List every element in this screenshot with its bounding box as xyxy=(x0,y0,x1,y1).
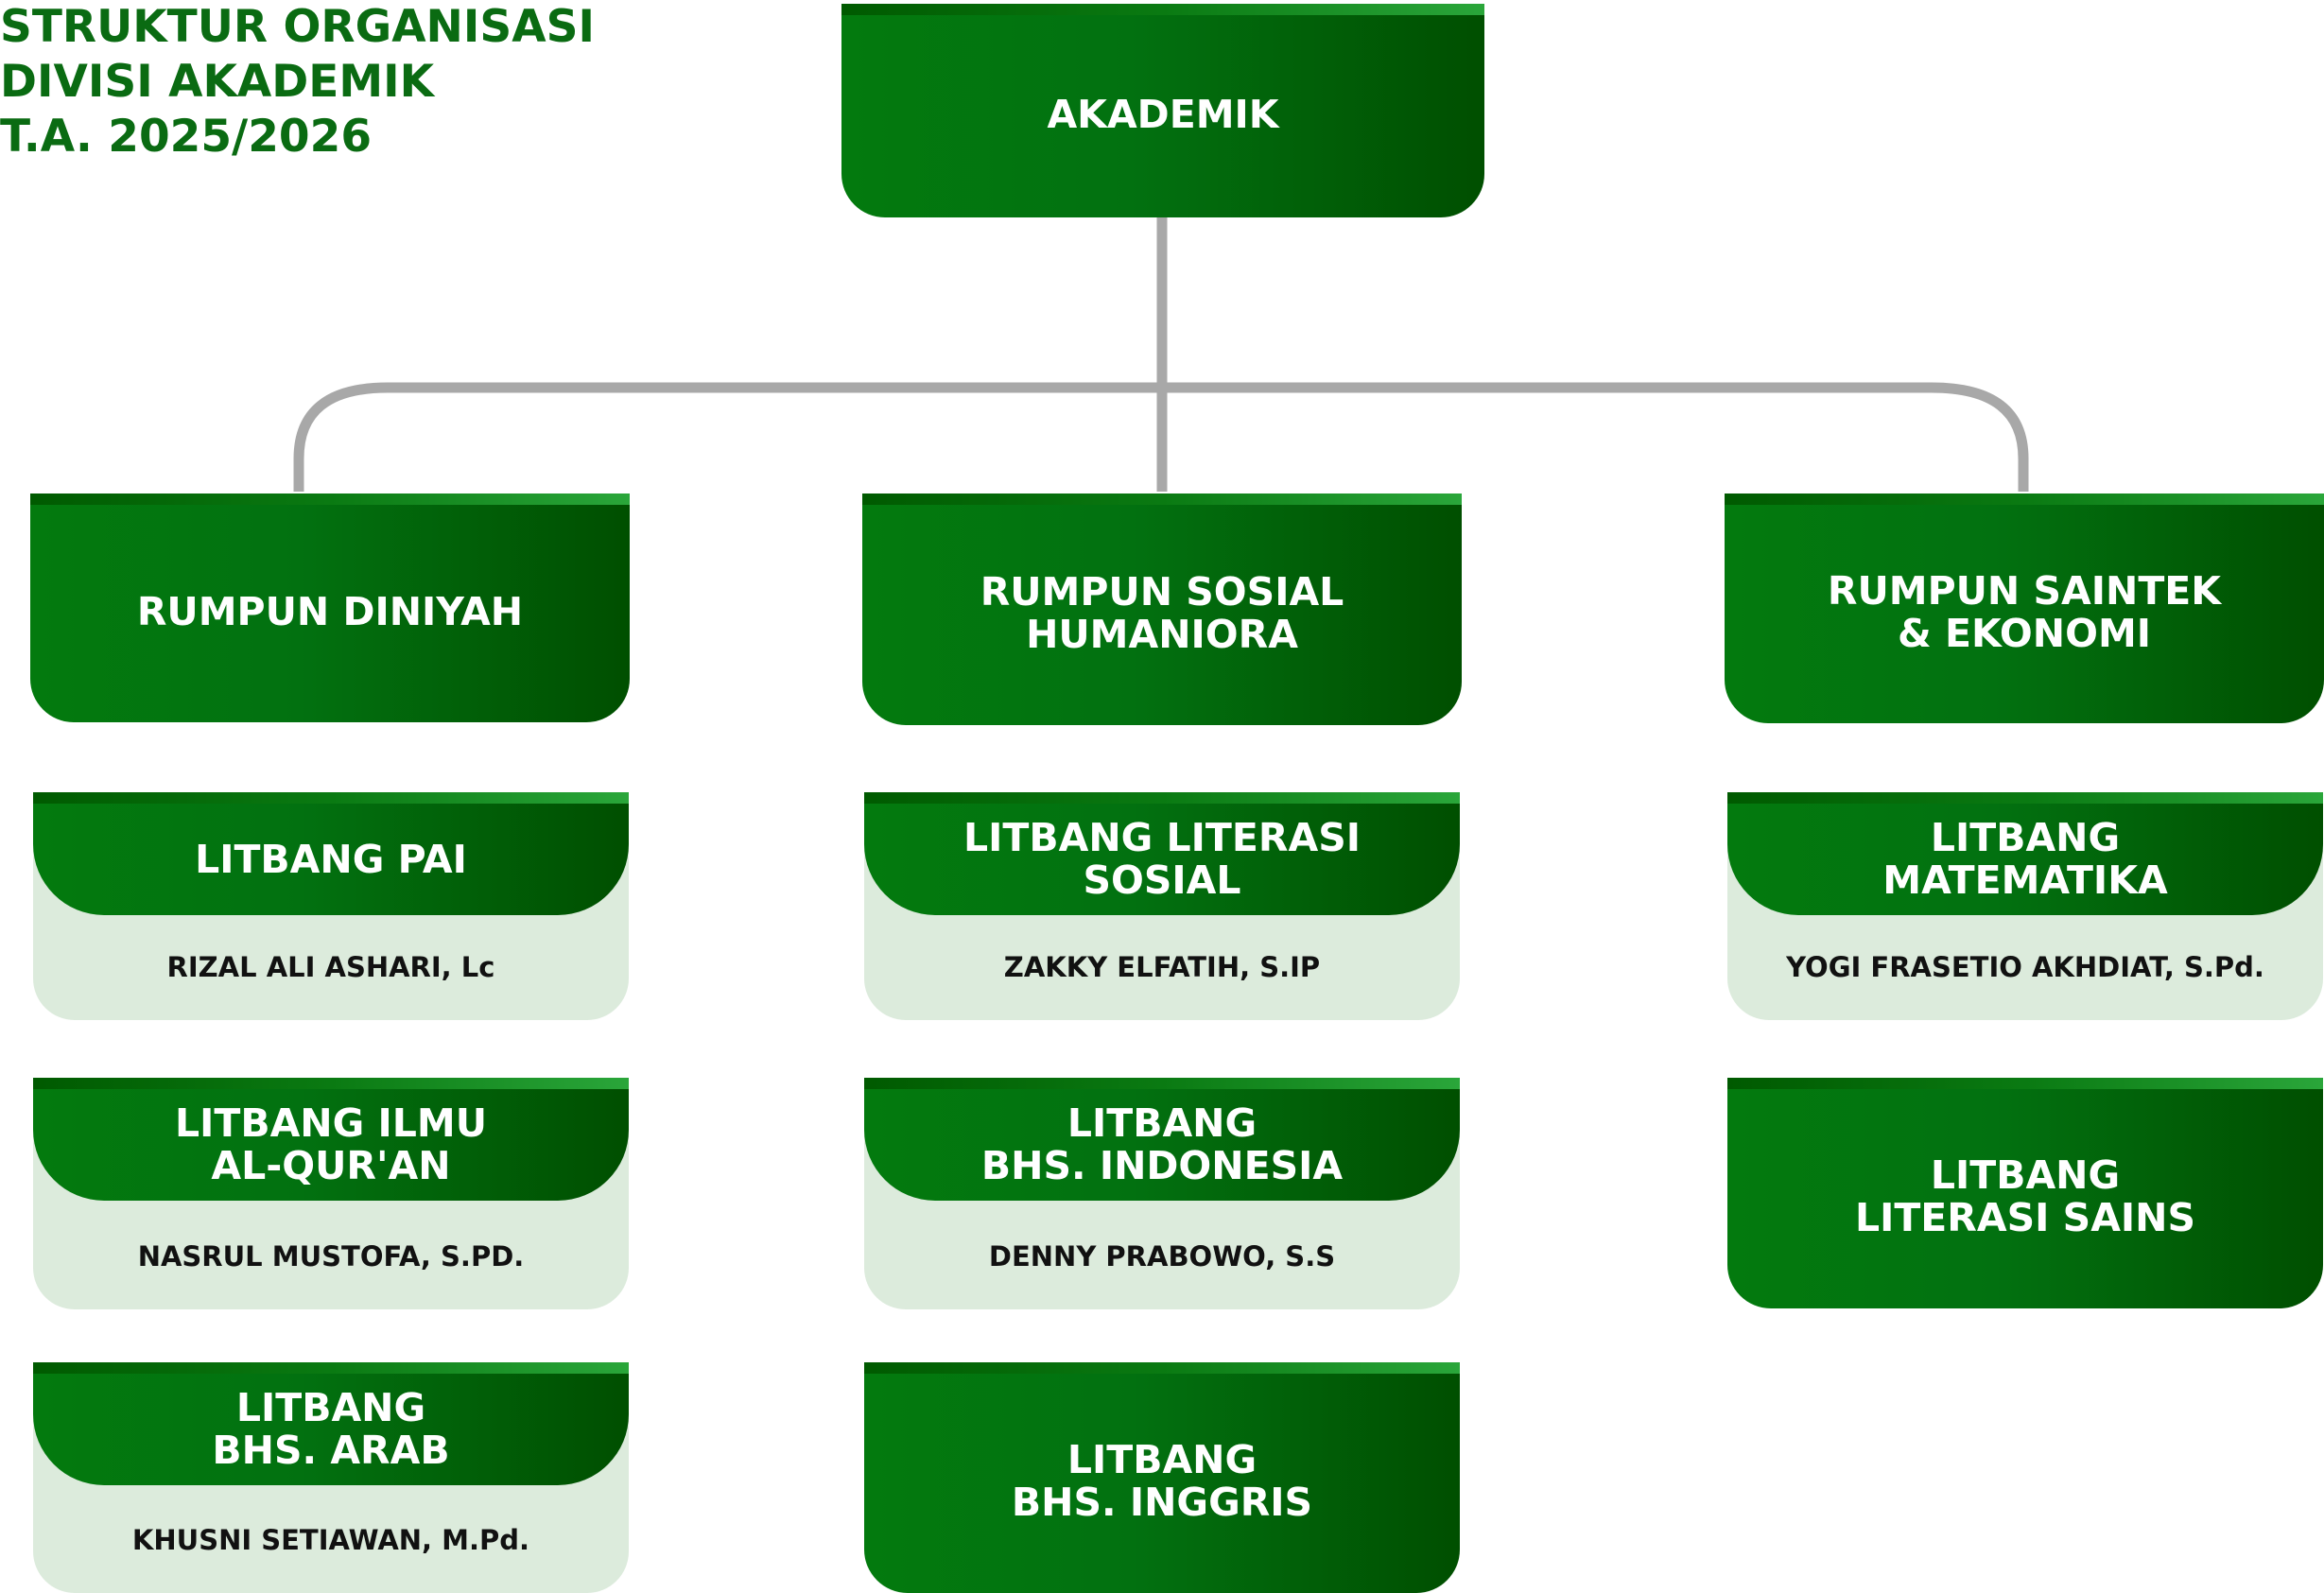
title-line-3: T.A. 2025/2026 xyxy=(0,111,373,163)
node-rumpun-diniyah-label: RUMPUN DINIYAH xyxy=(136,588,524,634)
node-akademik-label: AKADEMIK xyxy=(1047,91,1279,137)
unit-litbang-matematika: LITBANG MATEMATIKA YOGI FRASETIO AKHDIAT… xyxy=(1727,792,2323,1020)
unit-litbang-literasi-sosial-person: ZAKKY ELFATIH, S.IP xyxy=(1003,950,1321,983)
unit-litbang-pai-header: LITBANG PAI xyxy=(33,792,629,915)
unit-litbang-bhs-arab-person: KHUSNI SETIAWAN, M.Pd. xyxy=(131,1523,530,1556)
unit-litbang-bhs-indonesia-person: DENNY PRABOWO, S.S xyxy=(988,1239,1336,1273)
unit-litbang-bhs-indonesia: LITBANG BHS. INDONESIA DENNY PRABOWO, S.… xyxy=(864,1078,1460,1309)
unit-litbang-literasi-sosial: LITBANG LITERASI SOSIAL ZAKKY ELFATIH, S… xyxy=(864,792,1460,1020)
unit-litbang-matematika-label: LITBANG MATEMATIKA xyxy=(1882,815,2168,903)
unit-litbang-literasi-sains: LITBANG LITERASI SAINS xyxy=(1727,1078,2323,1308)
unit-litbang-pai-label: LITBANG PAI xyxy=(195,836,467,882)
unit-litbang-literasi-sains-label: LITBANG LITERASI SAINS xyxy=(1854,1152,2196,1240)
unit-litbang-bhs-inggris-label: LITBANG BHS. INGGRIS xyxy=(1011,1437,1313,1525)
unit-litbang-pai-person: RIZAL ALI ASHARI, Lc xyxy=(166,950,495,983)
unit-litbang-bhs-arab: LITBANG BHS. ARAB KHUSNI SETIAWAN, M.Pd. xyxy=(33,1362,629,1593)
unit-litbang-literasi-sosial-header: LITBANG LITERASI SOSIAL xyxy=(864,792,1460,915)
unit-litbang-bhs-inggris: LITBANG BHS. INGGRIS xyxy=(864,1362,1460,1593)
unit-litbang-matematika-person: YOGI FRASETIO AKHDIAT, S.Pd. xyxy=(1786,950,2264,983)
node-rumpun-saintek-ekonomi-label: RUMPUN SAINTEK & EKONOMI xyxy=(1827,567,2222,656)
node-rumpun-saintek-ekonomi: RUMPUN SAINTEK & EKONOMI xyxy=(1725,493,2324,723)
unit-litbang-ilmu-al-quran-person: NASRUL MUSTOFA, S.PD. xyxy=(137,1239,525,1273)
unit-litbang-ilmu-al-quran: LITBANG ILMU AL-QUR'AN NASRUL MUSTOFA, S… xyxy=(33,1078,629,1309)
unit-litbang-bhs-arab-label: LITBANG BHS. ARAB xyxy=(212,1385,450,1473)
diagram-title: STRUKTUR ORGANISASI DIVISI AKADEMIK T.A.… xyxy=(0,0,595,164)
unit-litbang-bhs-arab-header: LITBANG BHS. ARAB xyxy=(33,1362,629,1485)
title-line-2: DIVISI AKADEMIK xyxy=(0,56,435,108)
unit-litbang-bhs-indonesia-header: LITBANG BHS. INDONESIA xyxy=(864,1078,1460,1201)
title-line-1: STRUKTUR ORGANISASI xyxy=(0,1,595,53)
unit-litbang-bhs-indonesia-label: LITBANG BHS. INDONESIA xyxy=(980,1100,1344,1188)
node-rumpun-diniyah: RUMPUN DINIYAH xyxy=(30,493,630,722)
unit-litbang-ilmu-al-quran-label: LITBANG ILMU AL-QUR'AN xyxy=(174,1100,488,1188)
unit-litbang-matematika-header: LITBANG MATEMATIKA xyxy=(1727,792,2323,915)
branch-connector xyxy=(293,382,2029,492)
node-rumpun-sosial-humaniora: RUMPUN SOSIAL HUMANIORA xyxy=(862,493,1462,725)
unit-litbang-pai: LITBANG PAI RIZAL ALI ASHARI, Lc xyxy=(33,792,629,1020)
node-akademik: AKADEMIK xyxy=(841,4,1484,217)
node-rumpun-sosial-humaniora-label: RUMPUN SOSIAL HUMANIORA xyxy=(980,568,1344,657)
unit-litbang-ilmu-al-quran-header: LITBANG ILMU AL-QUR'AN xyxy=(33,1078,629,1201)
unit-litbang-literasi-sosial-label: LITBANG LITERASI SOSIAL xyxy=(963,815,1361,903)
